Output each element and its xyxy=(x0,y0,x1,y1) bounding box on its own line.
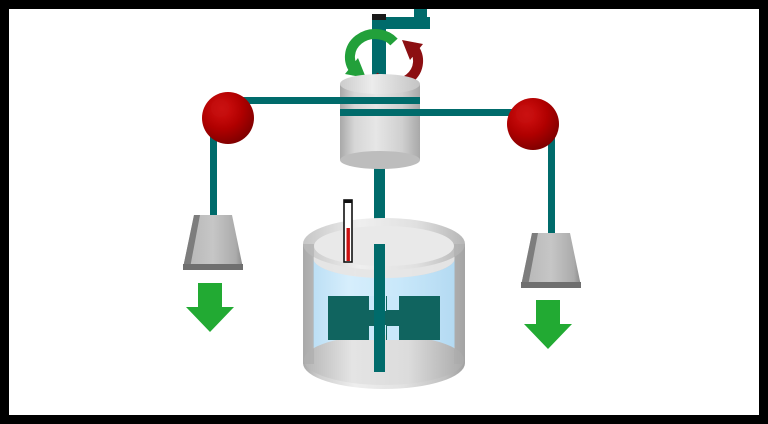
thermometer xyxy=(343,199,353,263)
left-pulley xyxy=(202,92,254,144)
shaft-in-water xyxy=(374,244,385,372)
left-motion-arrow xyxy=(186,283,234,332)
crank-handle[interactable] xyxy=(372,7,430,29)
drum xyxy=(340,74,420,169)
right-motion-arrow xyxy=(524,300,572,349)
right-weight xyxy=(521,233,581,288)
left-cord xyxy=(210,97,374,216)
right-cord xyxy=(394,109,555,234)
rotation-arrow-green xyxy=(344,29,398,78)
left-weight xyxy=(183,215,243,270)
right-pulley xyxy=(507,98,559,150)
